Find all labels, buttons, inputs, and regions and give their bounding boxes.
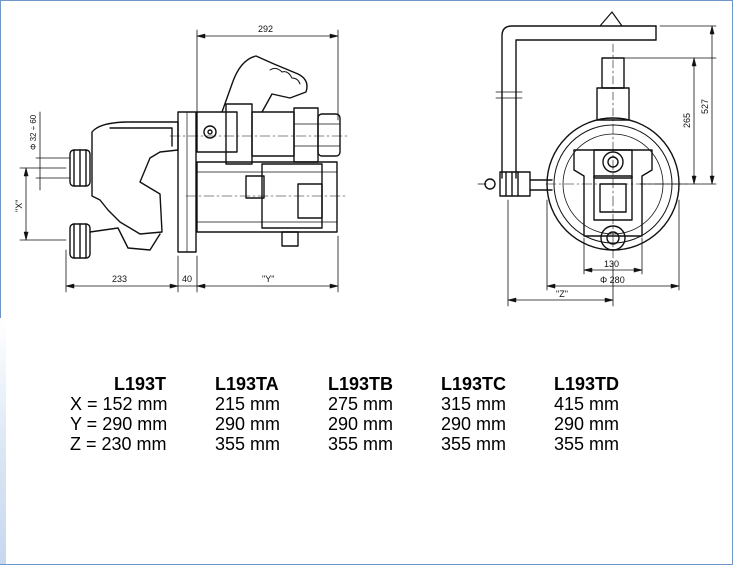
table-cell: 290 mm xyxy=(554,414,620,434)
header-l193td: L193TD xyxy=(554,374,620,394)
dim-233: 233 xyxy=(112,274,127,284)
table-cell: Y = 290 mm xyxy=(70,414,168,434)
header-l193t: L193T xyxy=(114,374,167,394)
dim-527: 527 xyxy=(700,99,710,114)
dim-292: 292 xyxy=(258,24,273,34)
dim-130: 130 xyxy=(604,259,619,269)
left-gradient-strip xyxy=(0,318,6,564)
header-l193tb: L193TB xyxy=(328,374,394,394)
dim-265: 265 xyxy=(682,113,692,128)
table-cell: 290 mm xyxy=(215,414,281,434)
table-row-z: Z = 230 mm 355 mm 355 mm 355 mm 355 mm xyxy=(70,434,667,454)
table-cell: 355 mm xyxy=(328,434,394,454)
table-row-y: Y = 290 mm 290 mm 290 mm 290 mm 290 mm xyxy=(70,414,667,434)
table-cell: 355 mm xyxy=(441,434,507,454)
dim-z: "Z" xyxy=(556,289,568,299)
dim-y: "Y" xyxy=(262,274,274,284)
table-cell: X = 152 mm xyxy=(70,394,168,414)
dim-40: 40 xyxy=(182,274,192,284)
table-row-x: X = 152 mm 215 mm 275 mm 315 mm 415 mm xyxy=(70,394,667,414)
header-l193tc: L193TC xyxy=(441,374,507,394)
model-dimensions-table: L193T L193TA L193TB L193TC L193TD X = 15… xyxy=(70,374,667,454)
header-l193ta: L193TA xyxy=(215,374,279,394)
table-cell: 315 mm xyxy=(441,394,507,414)
dim-x: "X" xyxy=(14,200,24,212)
table-cell: 415 mm xyxy=(554,394,620,414)
table-header-row: L193T L193TA L193TB L193TC L193TD xyxy=(70,374,667,394)
technical-drawing: 292 233 40 "Y" "X" Φ 32 ÷ 60 265 527 130… xyxy=(14,11,717,307)
table-cell: 290 mm xyxy=(328,414,394,434)
table-cell: Z = 230 mm xyxy=(70,434,167,454)
dim-phi-32-60: Φ 32 ÷ 60 xyxy=(29,114,38,150)
table-cell: 215 mm xyxy=(215,394,281,414)
table-cell: 355 mm xyxy=(215,434,281,454)
side-view xyxy=(19,29,351,293)
table-cell: 355 mm xyxy=(554,434,620,454)
table-cell: 290 mm xyxy=(441,414,507,434)
table-cell: 275 mm xyxy=(328,394,394,414)
front-view xyxy=(477,11,717,307)
dim-phi-280: Φ 280 xyxy=(600,275,625,285)
